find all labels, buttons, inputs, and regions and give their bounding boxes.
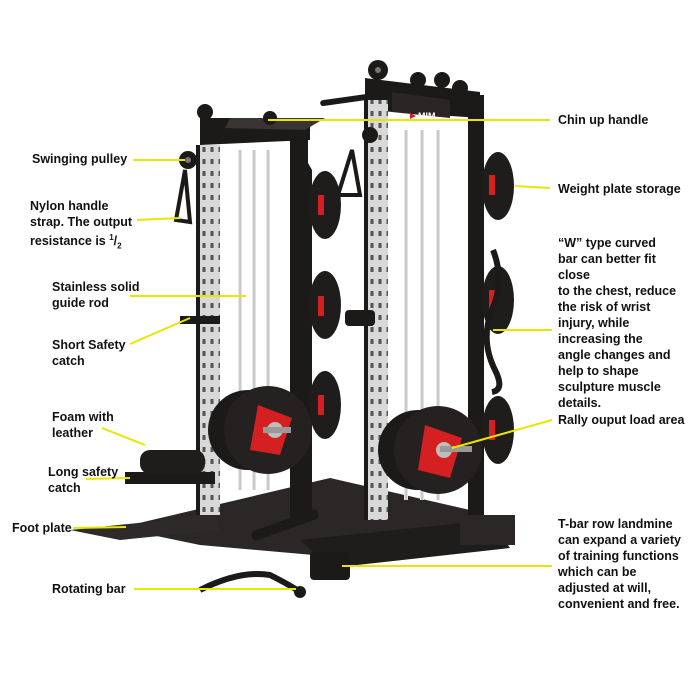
label-plate-storage: Weight plate storage — [558, 182, 681, 196]
label-guide-rod-line1: Stainless solid — [52, 280, 140, 294]
short-safety-catch-left — [180, 316, 220, 324]
chin-up-handle — [320, 93, 370, 107]
label-w-bar: “W” type curved bar can better fit close… — [558, 235, 676, 411]
handles — [173, 149, 363, 225]
label-landmine-line5: adjusted at will, — [558, 581, 652, 595]
label-nylon-strap-line1: Nylon handle — [30, 199, 109, 213]
long-safety-catch — [125, 472, 215, 484]
label-foot-plate: Foot plate — [12, 521, 72, 535]
label-nylon-strap-line2: strap. The output — [30, 215, 133, 229]
label-nylon-strap: Nylon handle strap. The output resistanc… — [30, 198, 132, 255]
loaded-plates-left — [208, 386, 312, 474]
label-w-bar-line2: bar can better fit — [558, 252, 656, 266]
label-long-catch: Long safety catch — [48, 464, 118, 496]
label-short-catch: Short Safety catch — [52, 337, 126, 369]
label-load-area: Rally ouput load area — [558, 413, 685, 427]
label-landmine-line3: of training functions — [558, 549, 679, 563]
label-w-bar-line5: the risk of wrist — [558, 300, 651, 314]
short-safety-catch-right — [345, 310, 375, 326]
label-nylon-strap-line3: resistance is 1/2 — [30, 230, 132, 255]
label-short-catch-line2: catch — [52, 354, 85, 368]
label-chin-up: Chin up handle — [558, 113, 649, 127]
label-w-bar-line1: “W” type curved — [558, 236, 656, 250]
foam-roller — [140, 450, 205, 474]
loaded-plates-right — [378, 406, 482, 494]
label-landmine-line4: which can be — [558, 565, 637, 579]
label-w-bar-line9: help to shape — [558, 364, 639, 378]
label-w-bar-line8: angle changes and — [558, 348, 671, 362]
label-w-bar-line4: to the chest, reduce — [558, 284, 677, 298]
storage-plates-left — [309, 171, 341, 439]
leader-lines — [72, 119, 553, 590]
back-right-upright — [468, 95, 484, 515]
brand-logo: MIM — [418, 111, 436, 121]
storage-plates-right — [482, 152, 514, 464]
front-right-upright — [368, 100, 388, 520]
label-w-bar-line11: details. — [558, 396, 602, 410]
label-swinging-pulley: Swinging pulley — [32, 152, 128, 166]
label-w-bar-line10: sculpture muscle — [558, 380, 661, 394]
pulleys — [179, 60, 468, 169]
foot-plate — [70, 515, 220, 540]
label-landmine-line2: can expand a variety — [558, 533, 681, 547]
label-w-bar-line6: injury, while — [558, 316, 630, 330]
label-foam-line2: leather — [52, 426, 93, 440]
label-landmine: T-bar row landmine can expand a variety … — [558, 516, 681, 612]
label-landmine-line6: convenient and free. — [558, 597, 680, 611]
label-landmine-line1: T-bar row landmine — [558, 517, 673, 531]
label-foam: Foam with leather — [52, 409, 114, 441]
label-guide-rod: Stainless solid guide rod — [52, 279, 140, 311]
frac-sep: / — [113, 234, 118, 249]
frac-den: 2 — [117, 241, 122, 251]
frac-num: 1 — [109, 233, 114, 242]
guide-rods — [238, 130, 440, 500]
label-short-catch-line1: Short Safety — [52, 338, 126, 352]
rotating-bar — [198, 571, 302, 595]
label-rotating-bar: Rotating bar — [52, 582, 126, 596]
label-w-bar-line3: close — [558, 268, 590, 282]
label-long-catch-line2: catch — [48, 481, 81, 495]
nylon-prefix: resistance is — [30, 234, 110, 249]
label-foam-line1: Foam with — [52, 410, 114, 424]
label-guide-rod-line2: guide rod — [52, 296, 109, 310]
label-w-bar-line7: increasing the — [558, 332, 643, 346]
label-long-catch-line1: Long safety — [48, 465, 119, 479]
w-curved-bar — [483, 248, 503, 395]
